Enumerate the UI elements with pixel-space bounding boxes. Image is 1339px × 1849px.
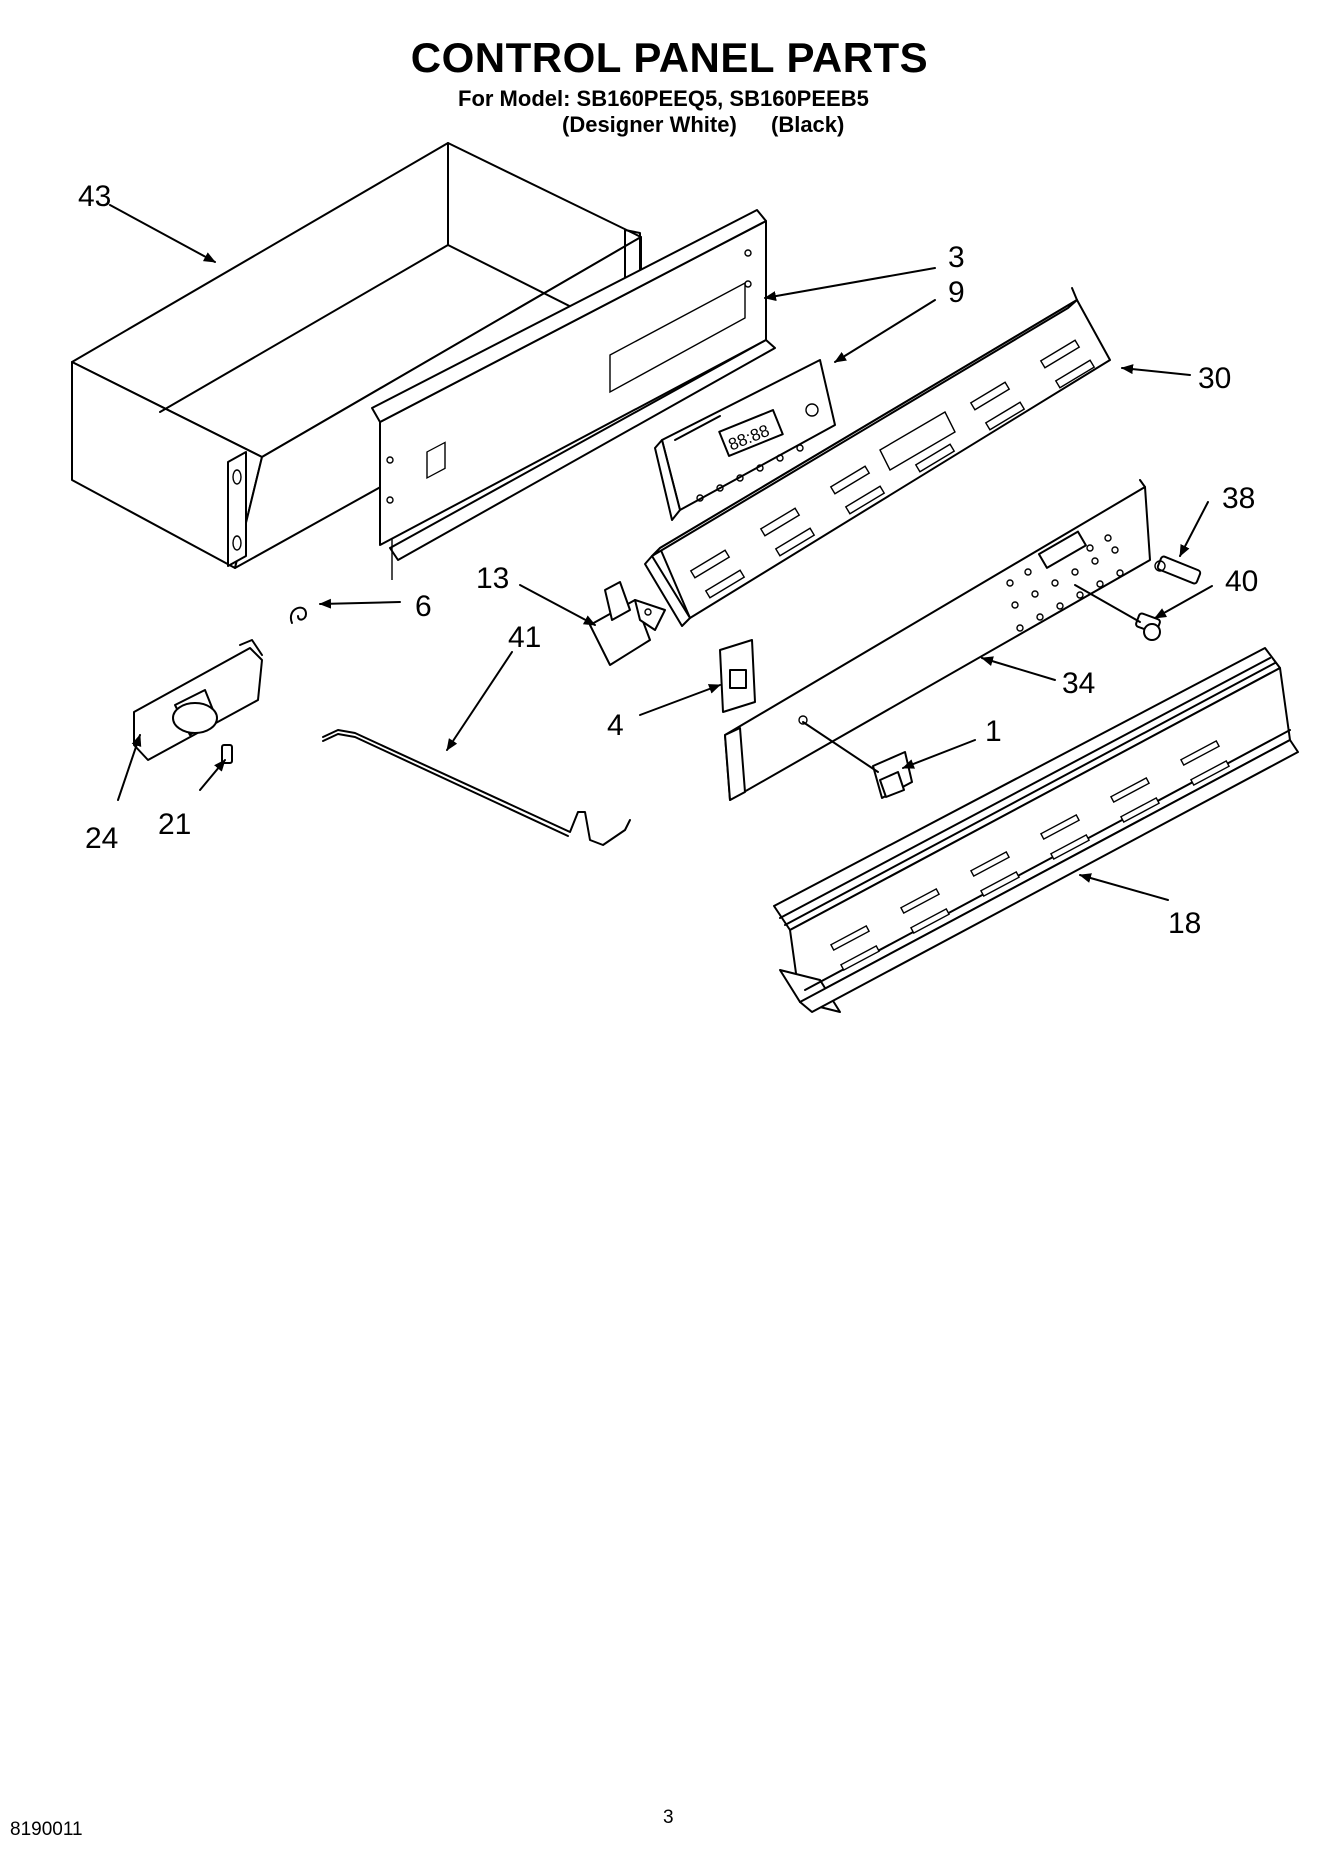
part-4-bracket xyxy=(719,639,756,713)
part-1-switch xyxy=(802,721,913,799)
part-38-socket xyxy=(1154,555,1202,585)
color-black: (Black) xyxy=(771,112,845,137)
page-number: 3 xyxy=(663,1807,674,1828)
callout-6: 6 xyxy=(415,590,432,623)
document-number: 8190011 xyxy=(10,1819,83,1840)
color-designer-white: (Designer White) xyxy=(562,112,737,137)
page-title: CONTROL PANEL PARTS xyxy=(410,34,929,81)
part-30-trim-frame xyxy=(644,287,1111,627)
part-40-bulb xyxy=(1074,584,1161,641)
model-line: For Model: SB160PEEQ5, SB160PEEB5 xyxy=(458,86,869,111)
callout-40: 40 xyxy=(1225,565,1258,598)
callout-30: 30 xyxy=(1198,362,1231,395)
part-34-control-panel xyxy=(724,479,1151,801)
part-24-hinge xyxy=(133,639,263,761)
part-3-bracket xyxy=(371,209,776,580)
part-21-clip xyxy=(221,744,233,764)
callout-21: 21 xyxy=(158,808,191,841)
part-13-bracket xyxy=(589,581,666,666)
part-9-control-board: 88:88 xyxy=(654,359,836,521)
leader-lines xyxy=(109,204,1213,901)
callout-43: 43 xyxy=(78,180,111,213)
callout-24: 24 xyxy=(85,822,118,855)
part-41-rod xyxy=(322,729,631,846)
callout-3: 3 xyxy=(948,241,965,274)
callout-13: 13 xyxy=(476,562,509,595)
part-18-vent-grille xyxy=(773,647,1299,1013)
callout-labels: 43 3 9 30 38 40 13 6 41 4 34 1 24 21 18 xyxy=(78,180,1258,940)
callout-41: 41 xyxy=(508,621,541,654)
callout-34: 34 xyxy=(1062,667,1095,700)
part-6-clip xyxy=(289,606,307,624)
callout-18: 18 xyxy=(1168,907,1201,940)
callout-38: 38 xyxy=(1222,482,1255,515)
callout-9: 9 xyxy=(948,276,965,309)
callout-4: 4 xyxy=(607,709,624,742)
callout-1: 1 xyxy=(985,715,1002,748)
